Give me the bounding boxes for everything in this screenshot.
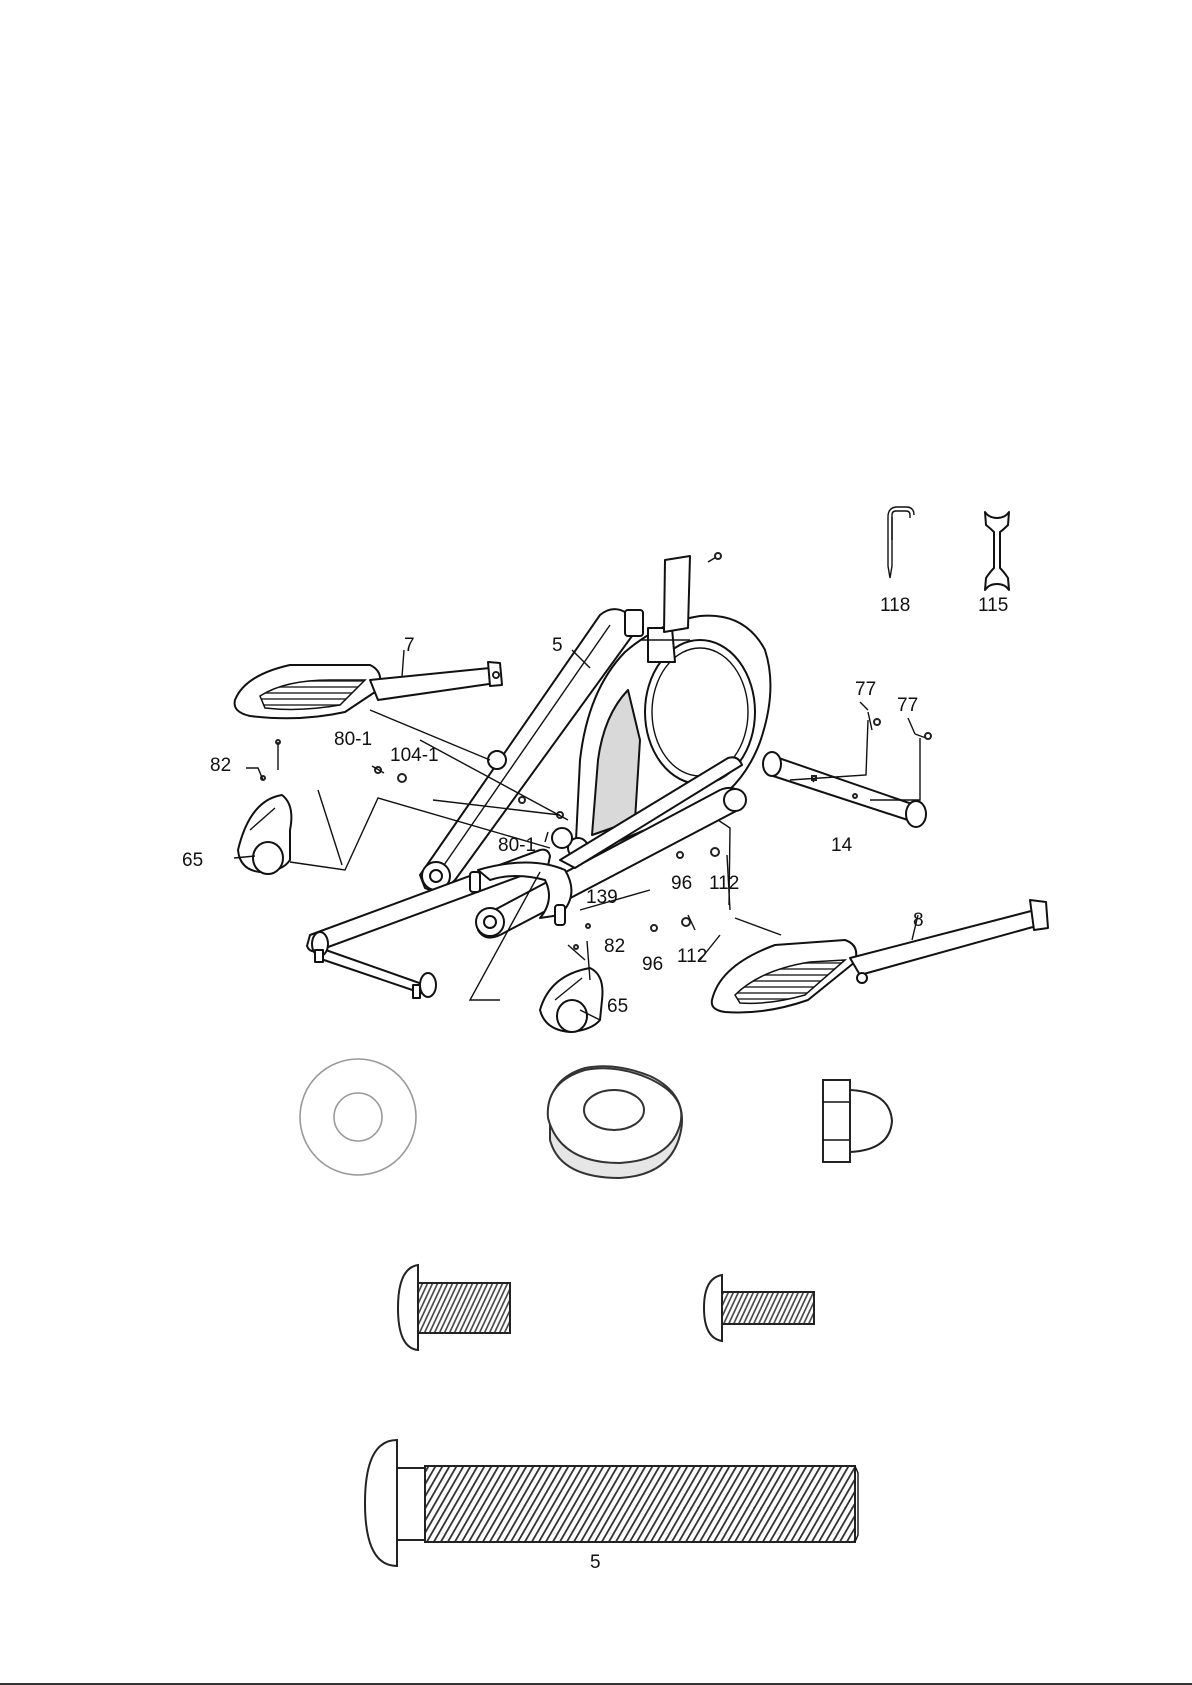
callout-8: 8 (913, 910, 924, 931)
part-65-left-wheel-cover (238, 795, 291, 874)
callout-65-b: 65 (607, 996, 628, 1017)
button-head-bolt-small-icon (704, 1275, 814, 1341)
callout-82-a: 82 (210, 755, 231, 776)
callout-77-a: 77 (855, 679, 876, 700)
callout-80-1-b: 80-1 (498, 835, 536, 856)
cap-nut-icon (823, 1080, 892, 1162)
button-head-bolt-large-icon (398, 1265, 510, 1350)
callout-80-1-a: 80-1 (334, 729, 372, 750)
wrench-tool (985, 512, 1009, 590)
part-8-right-pedal (712, 900, 1048, 1013)
callout-118: 118 (880, 595, 910, 616)
callout-5: 5 (552, 635, 563, 656)
curved-washer-icon (548, 1066, 682, 1178)
callout-112-b: 112 (677, 946, 707, 967)
callout-139: 139 (586, 887, 618, 908)
long-carriage-bolt-icon (365, 1440, 858, 1566)
callout-96-a: 96 (671, 873, 692, 894)
part-65-right-wheel-cover (540, 968, 603, 1032)
callout-96-b: 96 (642, 954, 663, 975)
flat-washer-icon (300, 1059, 416, 1175)
callout-7: 7 (404, 635, 415, 656)
callout-65-a: 65 (182, 850, 203, 871)
callout-112-a: 112 (709, 873, 739, 894)
callout-82-b: 82 (604, 936, 625, 957)
callout-14: 14 (831, 835, 853, 856)
callout-115: 115 (978, 595, 1008, 616)
part-7-left-pedal (235, 662, 502, 718)
long-bolt-quantity: 5 (590, 1552, 601, 1573)
callout-77-b: 77 (897, 695, 918, 716)
part-14-front-stabilizer (763, 752, 926, 827)
callout-104-1: 104-1 (390, 745, 439, 766)
main-frame-housing (575, 553, 770, 860)
allen-key-tool (888, 507, 914, 578)
